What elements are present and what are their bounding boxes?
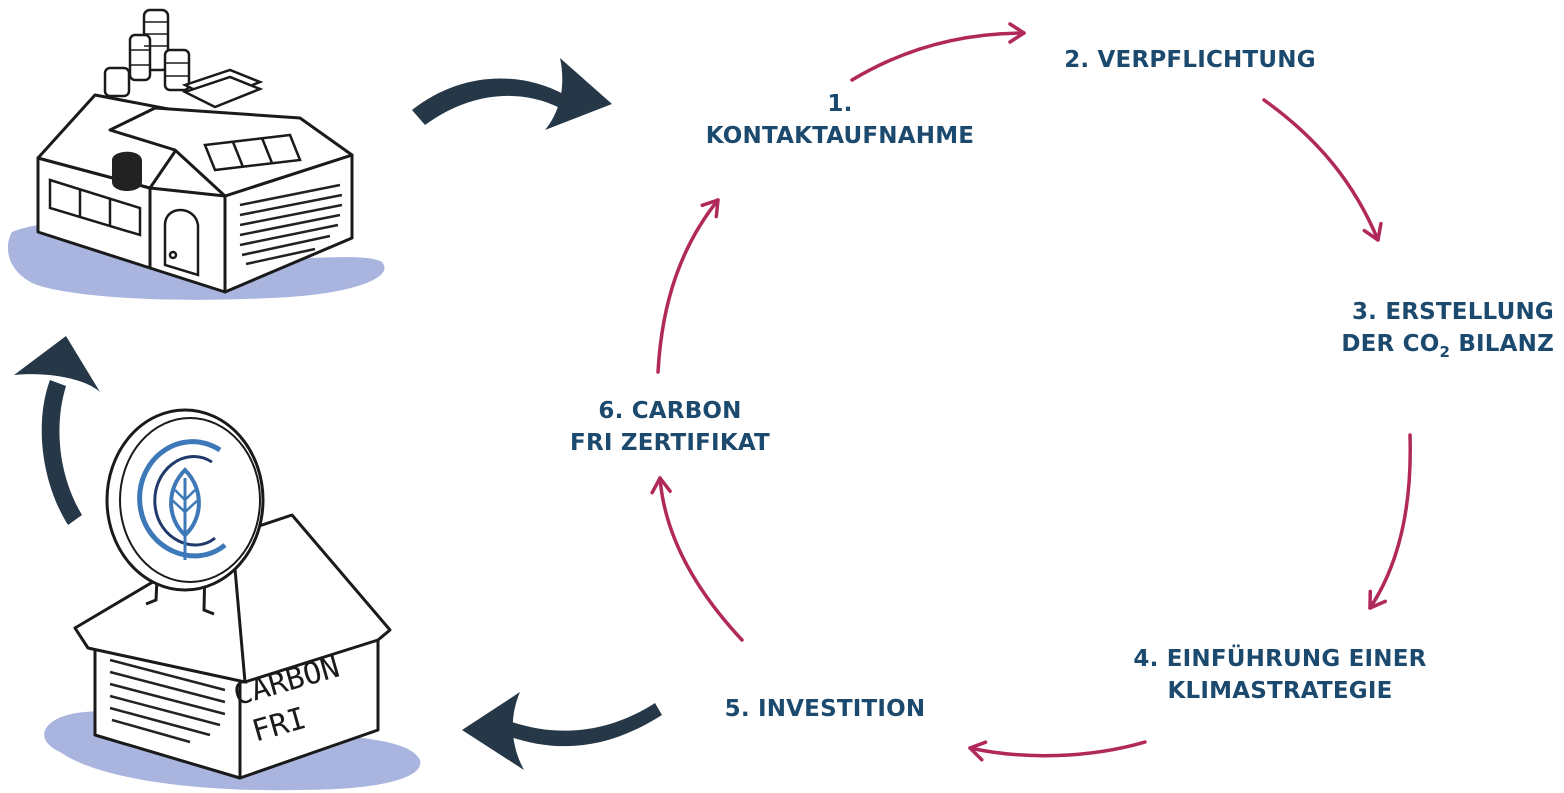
step-2-line1: 2. VERPFLICHTUNG: [1064, 47, 1316, 73]
step-3-line2-post: BILANZ: [1450, 331, 1554, 357]
step-3-line2-pre: DER CO: [1341, 331, 1440, 357]
step-1-label: 1. KONTAKTAUFNAHME: [650, 88, 1030, 152]
arrow-3-to-4: [1368, 433, 1412, 610]
arrow-2-to-3: [1262, 98, 1383, 242]
step-6-line1: 6. CARBON: [598, 398, 742, 424]
cycle-to-house-arrow: [462, 692, 662, 770]
arrow-6-to-1: [656, 198, 720, 374]
step-5-line1: 5. INVESTITION: [724, 696, 926, 722]
big-arrows: [14, 58, 662, 770]
step-1-line2: KONTAKTAUFNAHME: [705, 123, 975, 149]
step-6-line2: FRI ZERTIFIKAT: [570, 430, 770, 456]
house-to-factory-arrow: [14, 336, 100, 525]
step-4-line1: 4. EINFÜHRUNG EINER: [1133, 646, 1427, 672]
step-4-line2: KLIMASTRATEGIE: [1167, 678, 1393, 704]
factory-illustration: [7, 8, 385, 300]
step-5-label: 5. INVESTITION: [690, 693, 960, 725]
carbon-fri-badge: [105, 408, 265, 592]
step-3-label: 3. ERSTELLUNG DER CO2 BILANZ: [1264, 296, 1554, 362]
cycle-arrows: [650, 22, 1412, 762]
arrow-5-to-6: [650, 476, 744, 642]
step-2-label: 2. VERPFLICHTUNG: [1010, 44, 1370, 76]
step-3-line2-sub: 2: [1439, 343, 1451, 361]
step-3-line2: DER CO2 BILANZ: [1264, 328, 1554, 362]
factory-to-cycle-arrow: [412, 58, 612, 130]
step-4-label: 4. EINFÜHRUNG EINER KLIMASTRATEGIE: [1080, 643, 1480, 707]
arrow-4-to-5: [968, 740, 1147, 762]
carbon-fri-house-illustration: CARBON FRI: [44, 408, 421, 791]
arrow-1-to-2: [850, 22, 1026, 82]
step-6-label: 6. CARBON FRI ZERTIFIKAT: [520, 395, 820, 459]
step-3-line1: 3. ERSTELLUNG: [1351, 299, 1554, 325]
step-1-line1: 1.: [827, 91, 853, 117]
